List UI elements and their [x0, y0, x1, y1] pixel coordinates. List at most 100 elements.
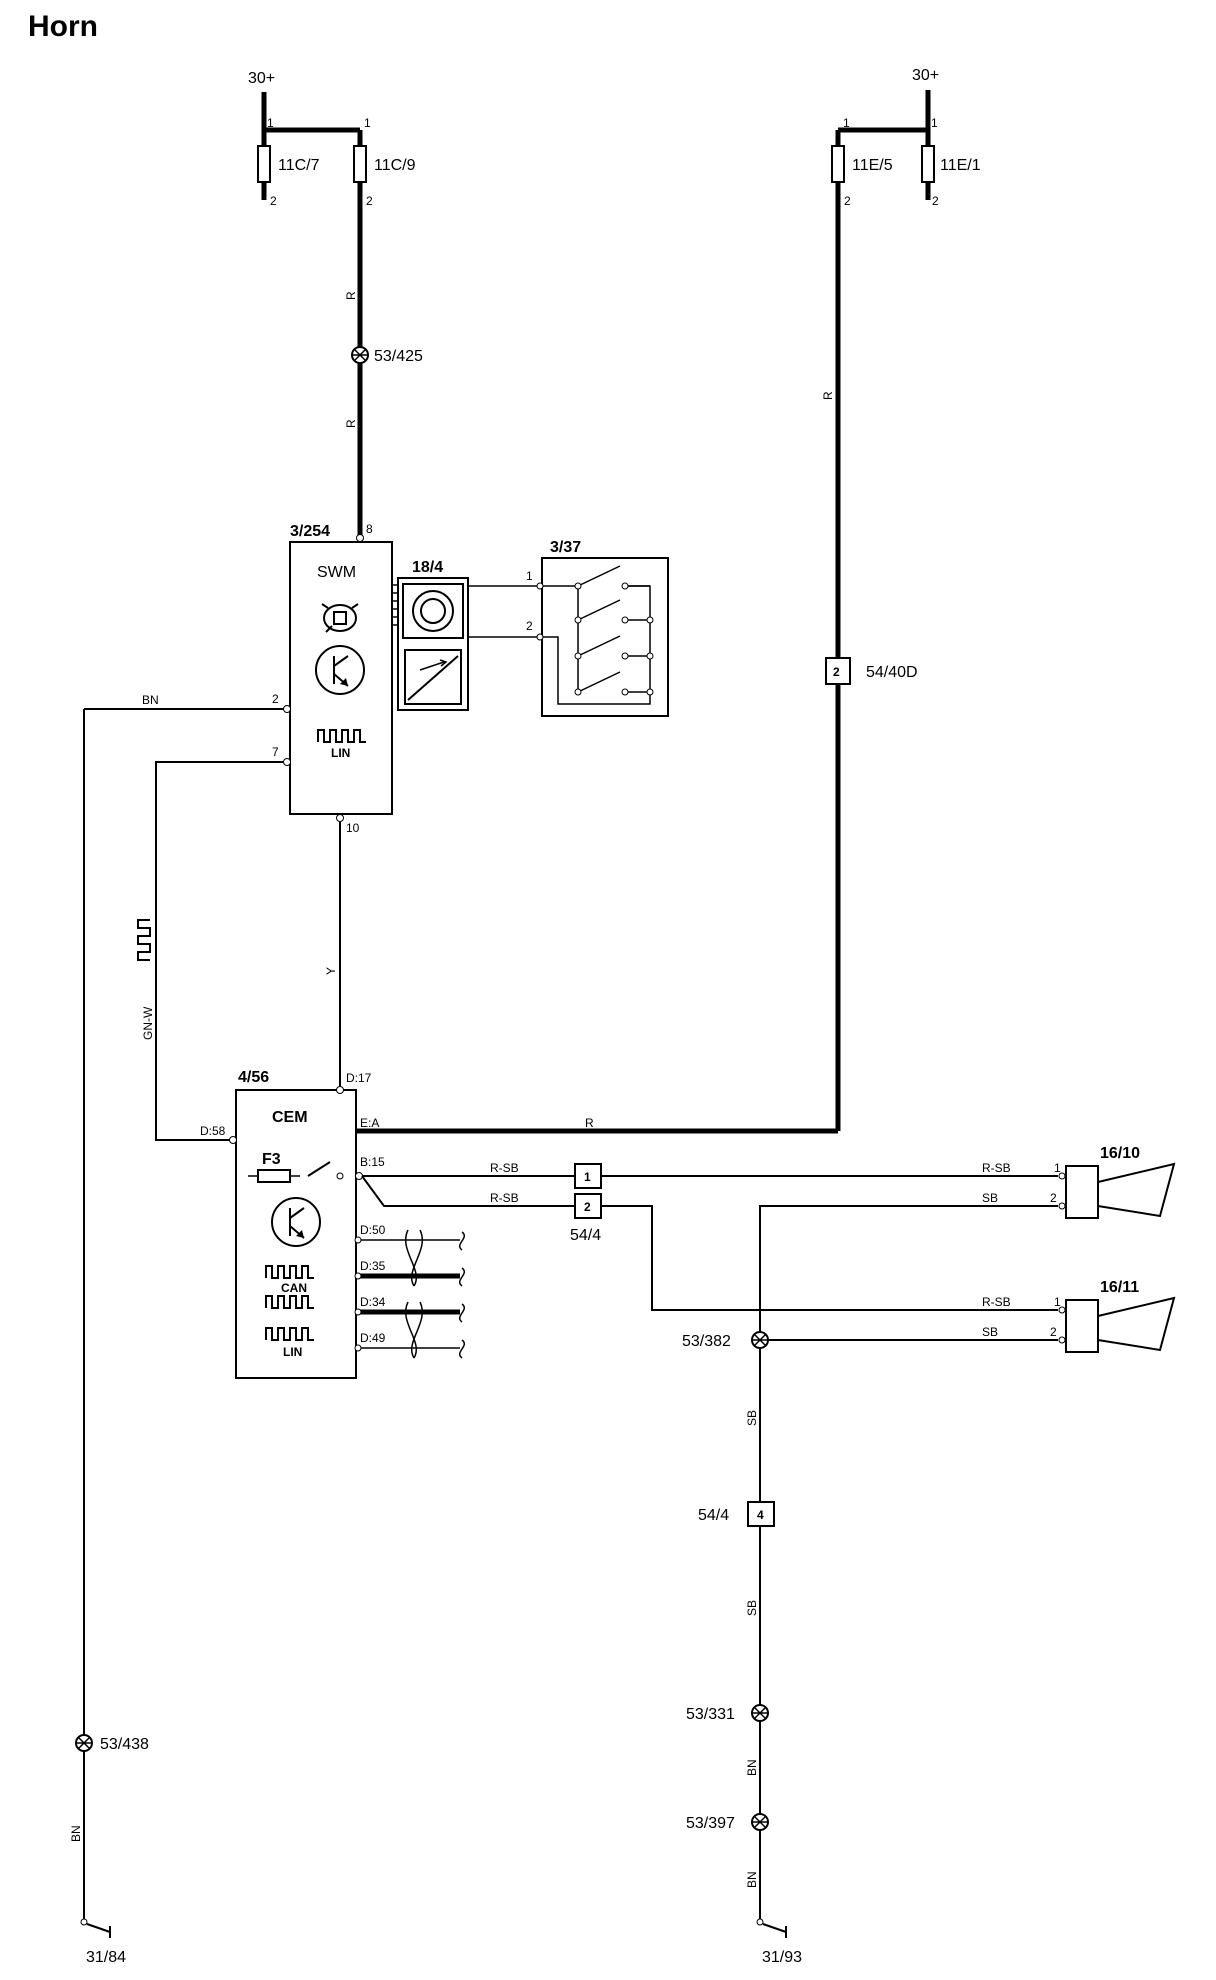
contact-dot [574, 616, 582, 624]
fuse-11c9-label: 11C/9 [374, 157, 416, 174]
connector-pin: 1 [584, 1170, 591, 1184]
swm-pin-7 [283, 758, 291, 766]
wire-color-label: SB [982, 1191, 998, 1205]
pin-label: 2 [844, 194, 851, 208]
wire-color-label: R [821, 391, 835, 400]
cem-can-label: CAN [281, 1281, 307, 1295]
splice-mark [352, 348, 368, 362]
horn-16-11-body [1065, 1299, 1099, 1353]
wire-color-label: SB [745, 1600, 759, 1616]
pin-label: 7 [272, 745, 279, 759]
contact-dot [621, 582, 629, 590]
supply-label-right: 30+ [912, 67, 939, 84]
swm-name: SWM [317, 564, 356, 581]
cem-pin-d17 [336, 1086, 344, 1094]
wire-color-label: SB [982, 1325, 998, 1339]
steering-wheel-spokes [321, 603, 359, 633]
cem-contact-dot [336, 1172, 344, 1180]
cem-pin-d58 [229, 1136, 237, 1144]
fuse-11c9 [353, 145, 367, 183]
horn-16-10-pin-1 [1058, 1172, 1066, 1180]
splice-mark [752, 1815, 768, 1829]
pin-label: D:50 [360, 1223, 386, 1237]
module-18-4-sensor [404, 649, 462, 705]
cem-pin-d34 [354, 1308, 362, 1316]
wire-color-label: R [344, 291, 358, 300]
connector-54-4b-label: 54/4 [698, 1507, 729, 1524]
swm-pin-8 [356, 534, 364, 542]
connector-pin: 2 [584, 1200, 591, 1214]
splice-53-438-label: 53/438 [100, 1736, 149, 1753]
wire-break-icon [459, 1231, 465, 1359]
pin-label: 1 [364, 116, 371, 130]
pin-label: D:17 [346, 1071, 372, 1085]
splice-53-382-label: 53/382 [682, 1333, 731, 1350]
wire-color-label: SB [745, 1410, 759, 1426]
steering-wheel-icon [323, 604, 357, 632]
pin-label: 2 [1050, 1191, 1057, 1205]
cem-transistor-arrow [296, 1230, 304, 1238]
pin-label: 2 [526, 619, 533, 633]
wire-color-label: BN [142, 693, 159, 707]
fuse-11e1-label: 11E/1 [940, 157, 981, 174]
connector-pin: 4 [757, 1508, 764, 1522]
module-18-4-knob-inner [420, 598, 446, 624]
cem-pin-d35 [354, 1272, 362, 1280]
left-fuse-group: 30+ 11C/7 11C/9 1 1 2 2 R R 53/425 [248, 70, 423, 535]
pin-label: 1 [1054, 1161, 1061, 1175]
ground-pin [80, 1918, 88, 1926]
pin-label: B:15 [360, 1155, 385, 1169]
bn-ground-left: BN 53/438 BN 31/84 [69, 693, 284, 1966]
wire-color-label: GN-W [141, 1006, 155, 1040]
wire-color-label: R-SB [490, 1191, 519, 1205]
swm-pin-2 [283, 705, 291, 713]
pin-label: 1 [526, 569, 533, 583]
swm-module: 3/254 SWM 8 LIN 2 7 10 [272, 522, 398, 835]
pin-label: 1 [1054, 1295, 1061, 1309]
pin-label: 1 [843, 116, 850, 130]
pin-label: 1 [267, 116, 274, 130]
horn-16-11-id: 16/11 [1100, 1279, 1139, 1296]
horn-switch-contacts [577, 565, 621, 693]
wire-rsb-horn2 [361, 1175, 1058, 1311]
wire-color-label: R-SB [982, 1295, 1011, 1309]
y-wire: Y [324, 822, 341, 1086]
module-18-4-frame [402, 583, 464, 639]
wire-color-label: R-SB [490, 1161, 519, 1175]
sensor-diagonal [407, 655, 459, 701]
contact-dot [574, 652, 582, 660]
horn-16-11-pin-1 [1058, 1306, 1066, 1314]
splice-mark [752, 1333, 768, 1347]
horn-feed-wires: R-SB R-SB 1 2 54/4 R-SB R-SB 1 1 [361, 1161, 1061, 1311]
wire-color-label: R [585, 1116, 594, 1130]
wire-color-label: BN [745, 1759, 759, 1776]
cem-relay-contact [307, 1161, 331, 1177]
module-18-4-knob-outer [412, 590, 454, 632]
connector-54-4-pin4 [747, 1501, 775, 1527]
wire-color-label: Y [324, 967, 338, 975]
cem-transistor-icon [271, 1197, 321, 1247]
wire-color-label: BN [745, 1871, 759, 1888]
wire-gnw [155, 761, 284, 1141]
twisted-pair-icon [405, 1301, 423, 1359]
wire-color-label: R [344, 419, 358, 428]
ground-pin [756, 1918, 764, 1926]
contact-dot [574, 688, 582, 696]
transistor-icon [315, 645, 365, 695]
swm-side-pins [392, 584, 398, 626]
right-fuse-group: 30+ 11E/5 11E/1 1 1 2 2 R R 2 54/40D [356, 67, 981, 1134]
ground-31-84-label: 31/84 [86, 1949, 126, 1966]
twisted-pair-icon [405, 1229, 423, 1287]
contact-dot [621, 616, 629, 624]
can-signal-icon [265, 1265, 314, 1279]
cem-fuse-label: F3 [262, 1151, 281, 1168]
cem-pin-d50 [354, 1236, 362, 1244]
connector-54-40d-label: 54/40D [866, 664, 918, 681]
pin-label: D:49 [360, 1331, 386, 1345]
connector-54-4-label: 54/4 [570, 1227, 601, 1244]
splice-53-331-label: 53/331 [686, 1706, 735, 1723]
swm-box [289, 541, 393, 815]
connector-54-40d [825, 657, 851, 685]
cem-name: CEM [272, 1109, 308, 1126]
